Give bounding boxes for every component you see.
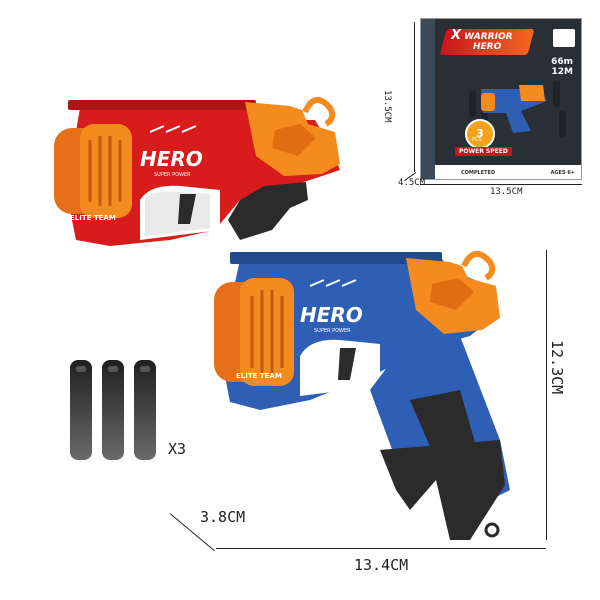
red-blaster: HERO SUPER POWER ELITE TEAM	[54, 97, 340, 246]
package-bottom-strip	[435, 165, 581, 179]
package-width-line	[420, 184, 582, 185]
red-team-text: ELITE TEAM	[70, 214, 116, 222]
blaster-width-line	[216, 548, 546, 549]
blue-tagline-text: SUPER POWER	[314, 328, 351, 334]
red-tagline-text: SUPER POWER	[154, 172, 191, 178]
blaster-height-line	[546, 250, 547, 540]
package-depth-label: 4.5CM	[398, 178, 426, 188]
package-blaster-image	[469, 81, 566, 137]
blaster-width-label: 13.4CM	[354, 556, 409, 574]
foam-dart	[70, 360, 92, 460]
blaster-depth-label: 3.8CM	[200, 508, 246, 526]
package-height-line	[414, 22, 415, 172]
package-speed-label: POWER SPEED	[455, 147, 512, 156]
package-ages-label: AGES 6+	[550, 170, 575, 176]
blue-brand-text: HERO	[300, 303, 363, 327]
package-badge-count: 3	[476, 127, 484, 140]
package-title-line2: HERO	[473, 42, 502, 52]
package-spec: 66m 12M	[551, 57, 573, 77]
package-title: X WARRIOR HERO	[451, 28, 513, 52]
red-brand-text: HERO	[140, 147, 203, 171]
package-spec-line1: 66m	[551, 57, 573, 67]
blue-blaster: HERO SUPER POWER ELITE TEAM	[214, 251, 510, 540]
dart-count-label: X3	[168, 440, 187, 458]
package-spec-line2: 12M	[551, 67, 573, 77]
package-piece-badge: 3	[465, 119, 495, 149]
package-title-line1: WARRIOR	[464, 32, 513, 42]
package-photo: X WARRIOR HERO 66m 12M 3 PCS POWER SPEED…	[420, 18, 582, 180]
package-width-label: 13.5CM	[490, 187, 523, 197]
package-completed-label: COMPLETED	[461, 170, 496, 176]
brand-logo-icon	[553, 29, 575, 47]
package-badge-sub: PCS	[472, 137, 482, 143]
blue-team-text: ELITE TEAM	[236, 372, 282, 380]
foam-dart	[134, 360, 156, 460]
foam-darts	[70, 360, 156, 460]
package-title-prefix: X	[451, 28, 462, 43]
blaster-height-label: 12.3CM	[548, 340, 566, 395]
foam-dart	[102, 360, 124, 460]
package-side-panel	[421, 19, 435, 179]
package-height-label: 13.5CM	[382, 90, 392, 123]
